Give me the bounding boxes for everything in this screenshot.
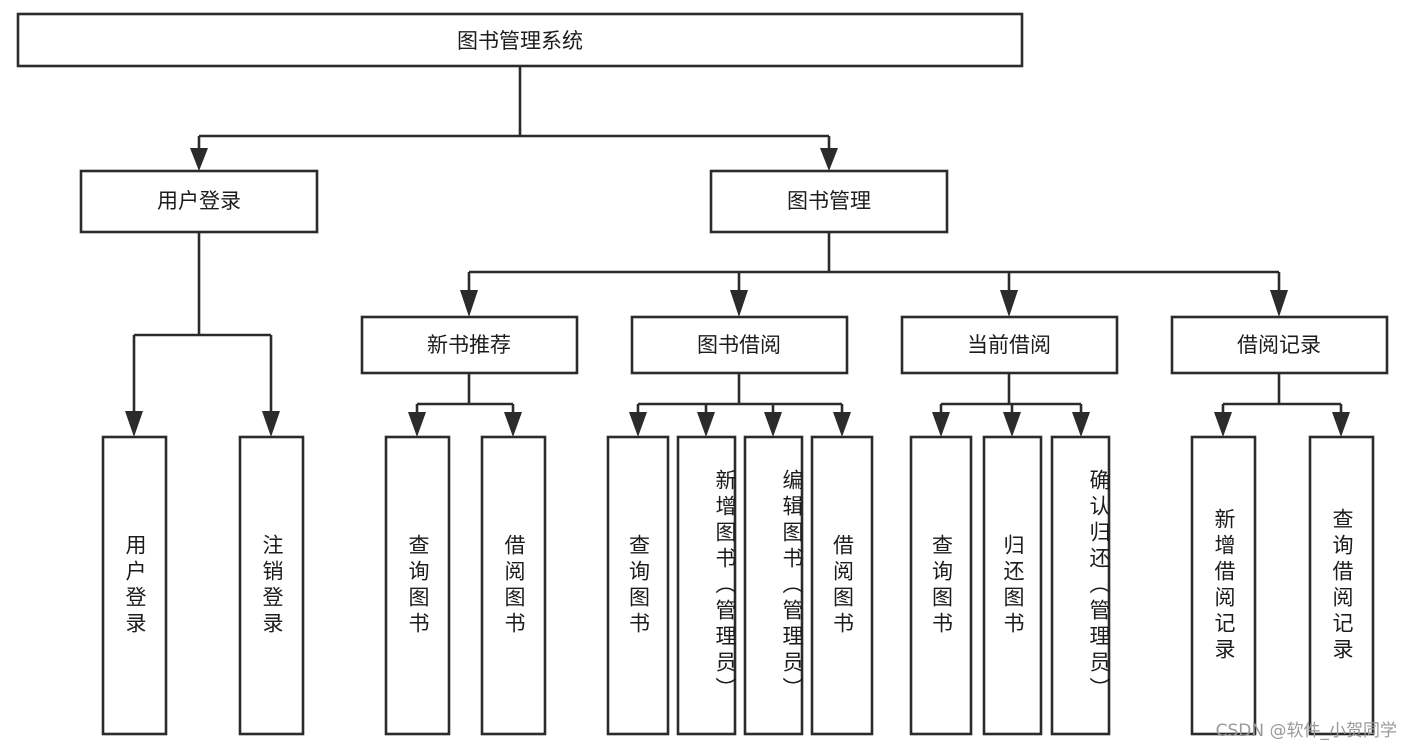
node-leaf-add-borrow-record-box[interactable] [1190,435,1257,736]
connector-group [125,66,1350,437]
node-leaf-user-logout-box[interactable] [238,435,305,736]
arrow-head-current-borrow [1000,290,1018,317]
node-current-borrow-box[interactable] [900,315,1119,375]
node-borrow-record-box[interactable] [1170,315,1389,375]
node-root-box[interactable] [16,12,1024,68]
arrow-head-leaf-add-borrow-record [1214,412,1232,437]
node-borrow-record[interactable]: 借阅记录 [1170,315,1389,375]
node-root-label: 图书管理系统 [457,29,583,53]
arrow-head-leaf-query-book-borrow [629,412,647,437]
node-leaf-user-login-box[interactable] [101,435,168,736]
arrow-head-leaf-return-book [1003,412,1021,437]
arrow-head-leaf-query-book-cur [932,412,950,437]
node-book-borrow-box[interactable] [630,315,849,375]
arrow-head-leaf-user-login [125,411,143,437]
node-leaf-add-book-admin-box[interactable] [676,435,737,736]
node-leaf-edit-book-admin-box[interactable] [743,435,804,736]
node-book-manage-label: 图书管理 [787,189,871,213]
arrow-head-leaf-query-book-rec [408,412,426,437]
arrow-head-leaf-user-logout [262,411,280,437]
arrow-head-leaf-borrow-book [833,412,851,437]
node-new-book-recommend-label: 新书推荐 [427,333,511,357]
arrow-head-leaf-query-borrow-record [1332,412,1350,437]
node-current-borrow[interactable]: 当前借阅 [900,315,1119,375]
arrow-head-leaf-edit-book-admin [764,412,782,437]
leaf-box-group [101,435,1375,736]
arrow-head-leaf-confirm-return-admin [1072,412,1090,437]
node-user-login-box[interactable] [79,169,319,234]
node-book-borrow-label: 图书借阅 [697,333,781,357]
arrow-head-book-borrow [730,290,748,317]
node-new-book-recommend[interactable]: 新书推荐 [360,315,579,375]
node-user-login-label: 用户登录 [157,189,241,213]
node-leaf-borrow-book-box[interactable] [810,435,874,736]
node-new-book-recommend-box[interactable] [360,315,579,375]
node-current-borrow-label: 当前借阅 [967,333,1051,357]
arrow-head-leaf-borrow-book-rec [504,412,522,437]
arrow-head-book-manage [820,148,838,171]
watermark-text: CSDN @软件_小贺同学 [1215,721,1397,741]
node-root[interactable]: 图书管理系统 [16,12,1024,68]
node-leaf-query-book-borrow-box[interactable] [606,435,670,736]
node-book-borrow[interactable]: 图书借阅 [630,315,849,375]
node-borrow-record-label: 借阅记录 [1237,333,1321,357]
arrow-head-new-book-recommend [460,290,478,317]
arrow-head-user-login [190,148,208,171]
node-leaf-query-book-cur-box[interactable] [909,435,973,736]
arrow-head-borrow-record [1270,290,1288,317]
node-leaf-query-borrow-record-box[interactable] [1308,435,1375,736]
node-leaf-borrow-book-rec-box[interactable] [480,435,547,736]
node-leaf-confirm-return-admin-box[interactable] [1050,435,1111,736]
node-leaf-query-book-rec-box[interactable] [384,435,451,736]
node-book-manage[interactable]: 图书管理 [709,169,949,234]
node-user-login[interactable]: 用户登录 [79,169,319,234]
node-book-manage-box[interactable] [709,169,949,234]
arrow-head-leaf-add-book-admin [697,412,715,437]
node-leaf-return-book-box[interactable] [982,435,1043,736]
